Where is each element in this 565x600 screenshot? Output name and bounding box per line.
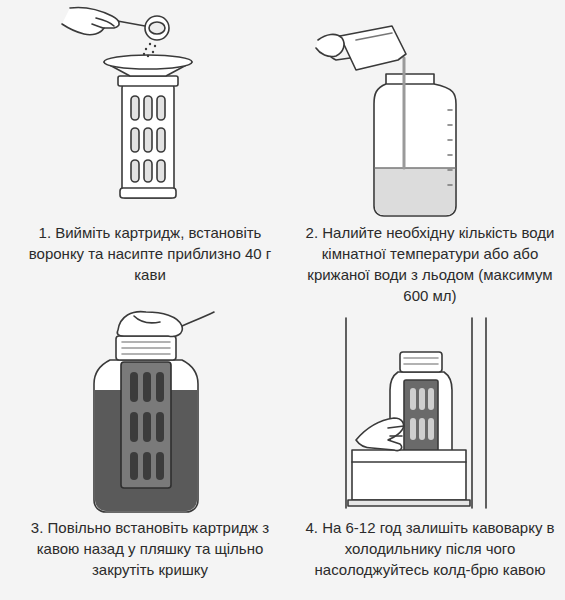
step-caption: 1. Вийміть картридж, встановіть воронку … [18,222,282,285]
step4-illustration [346,318,486,508]
step1-illustration [62,7,192,198]
step-caption: 3. Повільно встановіть картридж з кавою … [18,517,282,580]
step2-illustration [316,26,456,216]
step3-illustration [94,312,214,512]
step-caption: 2. Налийте необхідну кількість води кімн… [298,222,562,306]
step-caption: 4. На 6-12 год залишіть кавоварку в холо… [298,517,562,580]
